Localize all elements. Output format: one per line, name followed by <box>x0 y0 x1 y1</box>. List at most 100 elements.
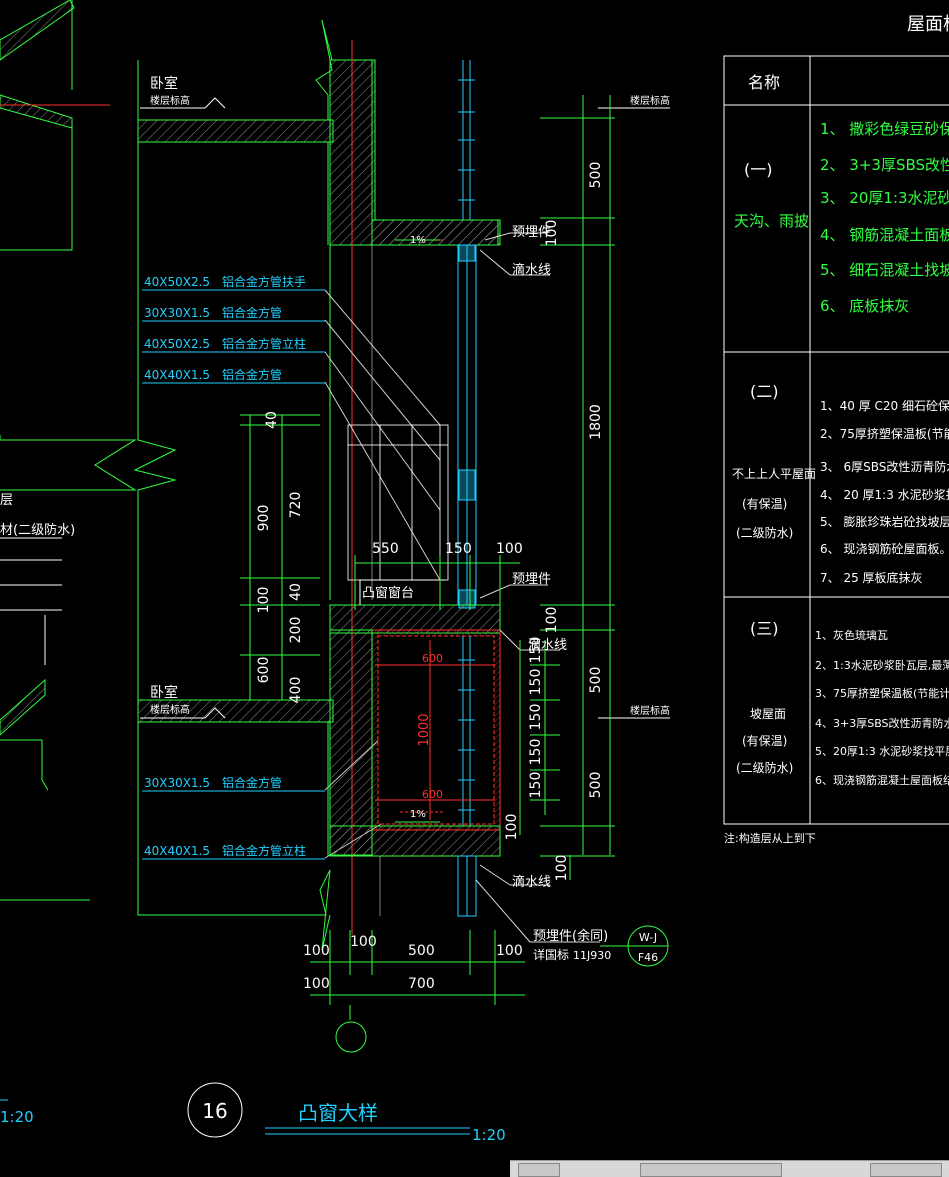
dim-v500c: 500 <box>588 772 604 799</box>
table-section3-id: (三) <box>750 619 779 638</box>
dim-h150: 150 <box>445 541 472 557</box>
index-ref-bottom: F46 <box>638 951 658 964</box>
label-bedroom-lower: 卧室 <box>150 684 178 701</box>
s2-layer-1: 1、40 厚 C20 细石砼保护层 <box>820 399 949 413</box>
dim-rail-200: 200 <box>288 617 304 644</box>
s3-layer-5: 5、20厚1:3 水泥砂浆找平层 <box>815 744 949 758</box>
dim-rail-40: 40 <box>264 411 280 429</box>
label-floor-level-lower: 楼层标高 <box>150 703 190 716</box>
table-section2-name2: (有保温) <box>742 497 787 511</box>
label-std-code: 11J930 <box>573 949 611 962</box>
detail-title-block <box>187 1082 470 1138</box>
table-note: 注:构造层从上到下 <box>724 831 816 845</box>
dim-b500: 500 <box>408 943 435 959</box>
taskbar <box>510 1160 949 1177</box>
member-name-2: 铝合金方管 <box>222 305 282 320</box>
dim-rail-900: 900 <box>256 505 272 532</box>
s2-layer-4: 4、 20 厚1:3 水泥砂浆找平层 <box>820 487 949 502</box>
table-section1-id: (一) <box>744 160 773 179</box>
section-structure <box>133 19 670 951</box>
dim-v100c: 100 <box>504 814 520 841</box>
label-drip-lower: 滴水线 <box>512 874 551 890</box>
label-drip-upper: 滴水线 <box>512 262 551 278</box>
label-embedded-mid: 预埋件 <box>512 572 551 587</box>
s3-layer-4: 4、3+3厚SBS改性沥青防水卷 <box>815 716 949 730</box>
table-section2-name1: 不上上人平屋面 <box>732 467 816 481</box>
dim-rail-40b: 40 <box>288 583 304 601</box>
dim-red1000: 1000 <box>417 713 432 746</box>
s1-layer-6: 6、 底板抹灰 <box>820 297 909 315</box>
s1-layer-1: 1、 撒彩色绿豆砂保护层 <box>820 120 949 138</box>
label-drip-mid: 滴水线 <box>528 637 567 653</box>
dim-v500a: 500 <box>588 162 604 189</box>
table-section3-name2: (有保温) <box>742 734 787 748</box>
member-size-6: 40X40X1.5 <box>144 844 210 858</box>
dim-v100a: 100 <box>544 220 560 247</box>
s1-layer-2: 2、 3+3厚SBS改性沥 <box>820 156 949 174</box>
table-section2-layers: 1、40 厚 C20 细石砼保护层 2、75厚挤塑保温板(节能 3、 6厚SBS… <box>820 399 949 585</box>
label-bay-sill: 凸窗窗台 <box>362 585 414 601</box>
dim-v150c: 150 <box>528 739 544 766</box>
drawing-title-cut: 屋面构 <box>907 14 949 35</box>
label-slope-lower: 1% <box>410 809 426 820</box>
label-embedded-same: 预埋件(余同) <box>533 928 608 944</box>
dimension-lines <box>240 95 669 1053</box>
dim-v150b: 150 <box>528 704 544 731</box>
label-floor-level-right-lower: 楼层标高 <box>630 704 670 717</box>
s3-layer-2: 2、1:3水泥砂浆卧瓦层,最薄处2 <box>815 658 949 672</box>
detail-title: 凸窗大样 <box>298 1101 378 1125</box>
dim-v150d: 150 <box>528 772 544 799</box>
s3-layer-6: 6、现浇钢筋混凝土屋面板结构层 <box>815 773 949 787</box>
dim-b100a: 100 <box>303 943 330 959</box>
member-underlines <box>142 289 325 860</box>
label-floor-level-right-upper: 楼层标高 <box>630 94 670 107</box>
dim-b100d: 100 <box>303 976 330 992</box>
member-name-4: 铝合金方管 <box>222 367 282 382</box>
table-section1-name: 天沟、雨披 <box>734 212 809 230</box>
table-section2-id: (二) <box>750 382 779 401</box>
dim-rail-100: 100 <box>256 587 272 614</box>
taskbar-button-1[interactable] <box>518 1163 560 1177</box>
s3-layer-1: 1、灰色琉璃瓦 <box>815 628 888 642</box>
member-name-3: 铝合金方管立柱 <box>222 336 306 351</box>
member-size-4: 40X40X1.5 <box>144 368 210 382</box>
dim-v1800: 1800 <box>588 404 604 440</box>
taskbar-button-3[interactable] <box>870 1163 942 1177</box>
dim-h550: 550 <box>372 541 399 557</box>
label-bedroom-upper: 卧室 <box>150 75 178 92</box>
dim-v100d: 100 <box>554 855 570 882</box>
member-name-1: 铝合金方管扶手 <box>222 274 306 289</box>
s2-layer-5: 5、 膨胀珍珠岩砼找坡层最薄 <box>820 514 949 529</box>
table-section2-name3: (二级防水) <box>736 525 793 540</box>
member-size-3: 40X50X2.5 <box>144 337 210 351</box>
left-fragment <box>0 0 137 1101</box>
s2-layer-2: 2、75厚挤塑保温板(节能 <box>820 426 949 441</box>
s1-layer-4: 4、 钢筋混凝土面板 <box>820 226 949 244</box>
index-ref-top: W-J <box>639 931 657 944</box>
s3-layer-3: 3、75厚挤塑保温板(节能计算 <box>815 686 949 700</box>
s2-layer-3: 3、 6厚SBS改性沥青防水卷 <box>820 459 949 474</box>
dim-b100b: 100 <box>350 934 377 950</box>
s2-layer-6: 6、 现浇钢筋砼屋面板。 <box>820 541 949 556</box>
table-section3-name1: 坡屋面 <box>750 707 786 721</box>
member-size-2: 30X30X1.5 <box>144 306 210 320</box>
left-scale: 1:20 <box>0 1108 34 1126</box>
dim-b100c: 100 <box>496 943 523 959</box>
left-fragment-label-2: 材(二级防水) <box>0 522 75 538</box>
dim-v150a: 150 <box>528 669 544 696</box>
taskbar-button-2[interactable] <box>640 1163 782 1177</box>
label-slope-upper: 1% <box>410 235 426 246</box>
member-name-6: 铝合金方管立柱 <box>222 843 306 858</box>
label-embedded-upper: 预埋件 <box>512 225 551 240</box>
dim-rail-720: 720 <box>288 492 304 519</box>
dim-h100: 100 <box>496 541 523 557</box>
label-floor-level-upper: 楼层标高 <box>150 94 190 107</box>
label-std-ref: 详国标 <box>533 947 569 962</box>
member-name-5: 铝合金方管 <box>222 775 282 790</box>
member-labels: 40X50X2.5 铝合金方管扶手 30X30X1.5 铝合金方管 40X50X… <box>144 274 306 858</box>
dim-v150e: 150 <box>528 637 544 664</box>
dim-v500b: 500 <box>588 667 604 694</box>
red-dimension-texts: 600 600 1000 <box>417 652 443 801</box>
